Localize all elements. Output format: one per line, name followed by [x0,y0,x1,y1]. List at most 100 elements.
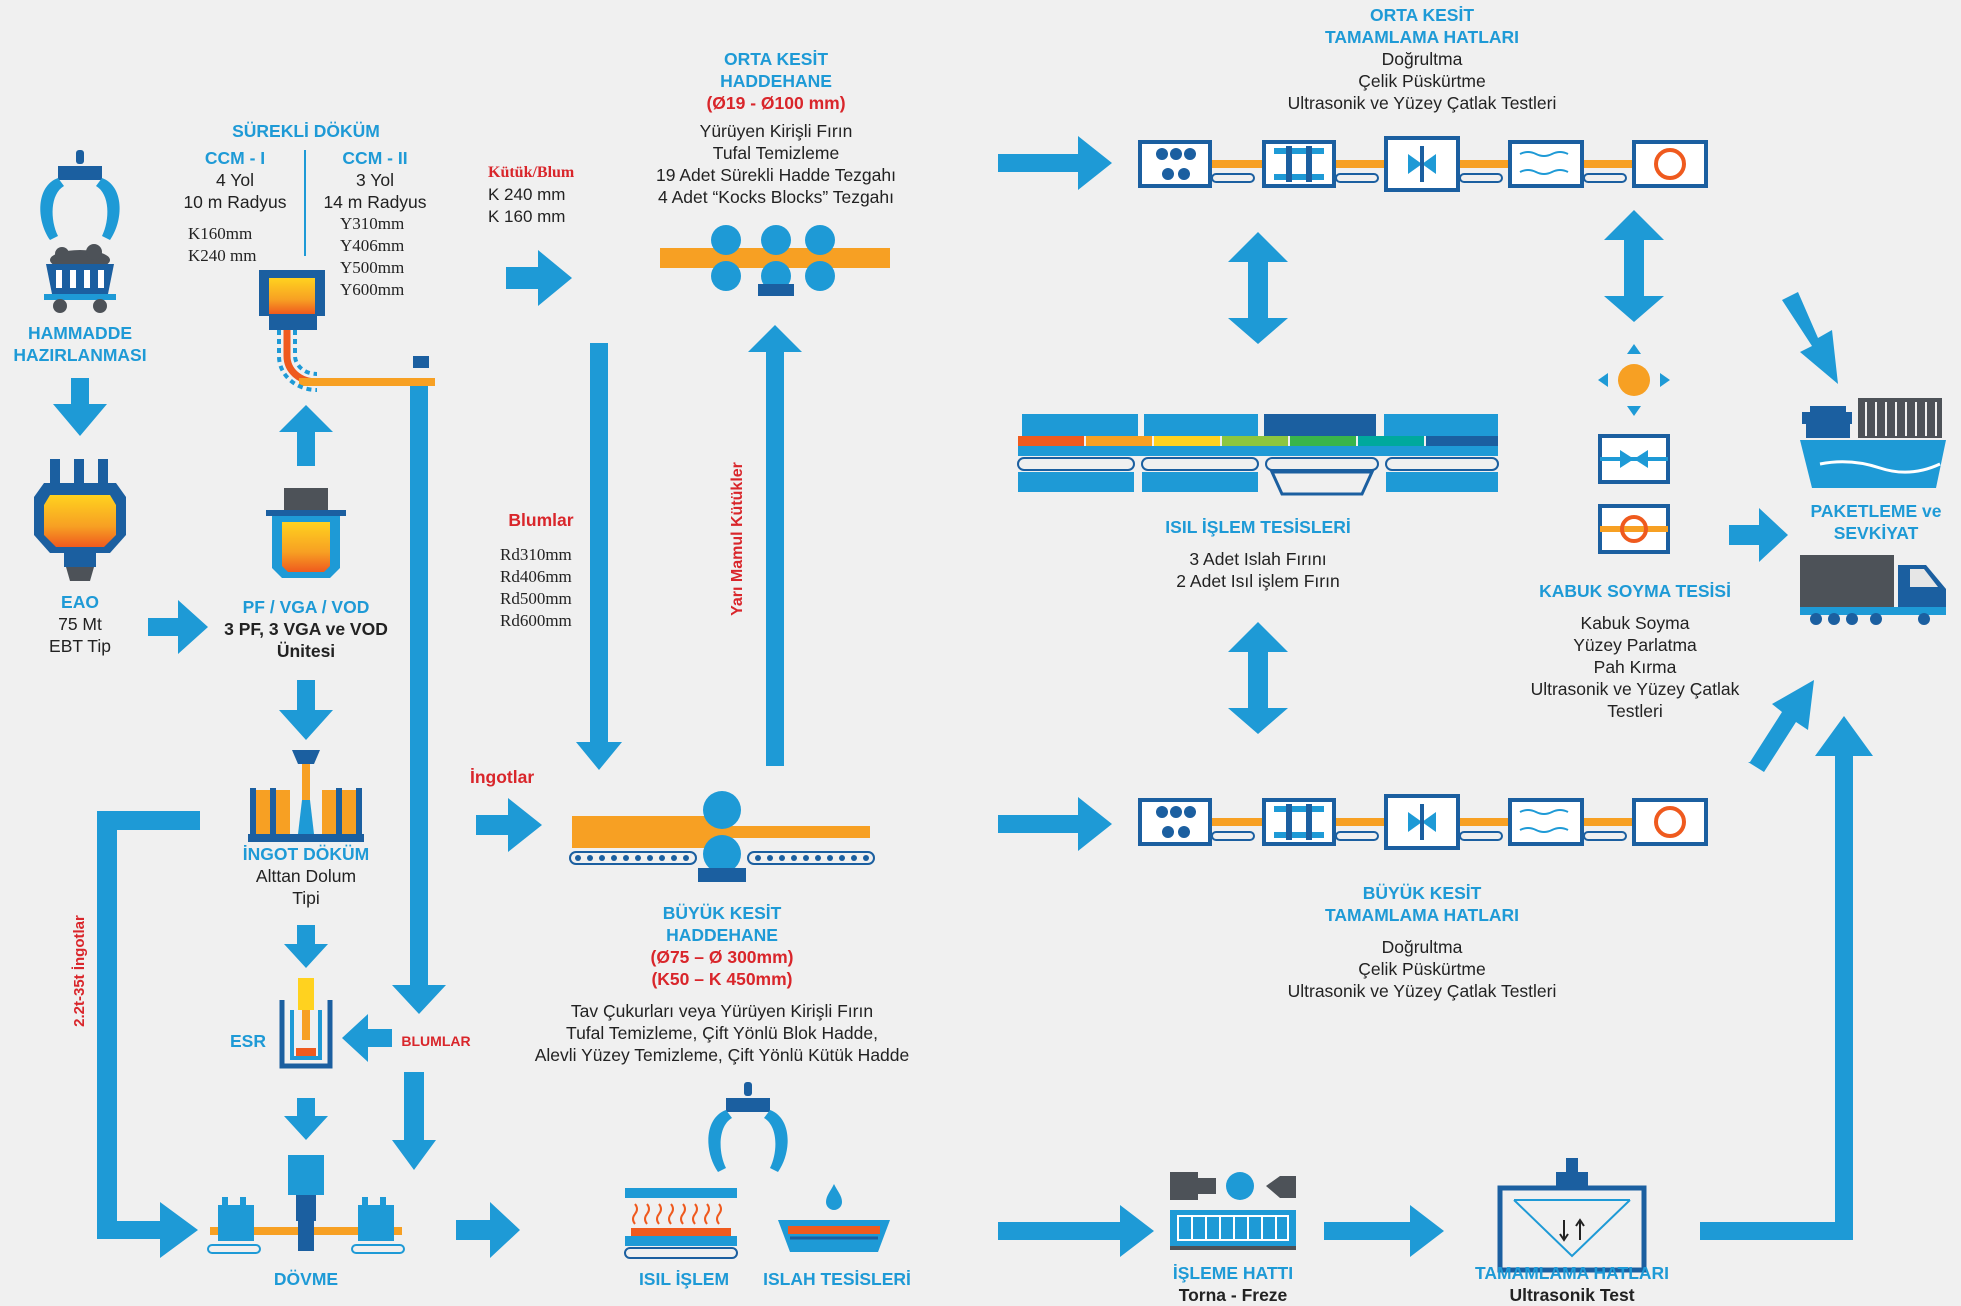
pf-block: PF / VGA / VOD 3 PF, 3 VGA ve VOD Ünites… [206,596,406,662]
arc-furnace-icon [34,459,126,581]
kutuk-blum-line-2: K 160 mm [488,207,566,226]
iit-line-2: 2 Adet Isıl işlem Fırın [1176,571,1340,591]
kutuk-blum-title: Kütük/Blum [488,164,575,181]
flow-arrow [456,1202,520,1258]
ccm2-size-2: Y406mm [340,236,405,255]
ccm1-line-2: 10 m Radyus [183,192,287,212]
blumlar-size-4: Rd600mm [500,611,572,630]
bkh-line-1: Tav Çukurları veya Yürüyen Kirişli Fırın [570,1001,874,1021]
ccm1-size-2: K240 mm [188,246,257,265]
ccm1-size-1: K160mm [188,224,253,243]
okh-title-2: HADDEHANE [720,71,832,91]
ingot-dokum-line-2: Tipi [292,888,320,908]
bkt-line-3: Ultrasonik ve Yüzey Çatlak Testleri [1287,981,1557,1001]
tamamlama-title: TAMAMLAMA HATLARI [1474,1263,1670,1283]
ingot-dokum-title: İNGOT DÖKÜM [242,844,370,864]
flow-arrow [506,250,572,306]
blumlar-small-label: BLUMLAR [401,1033,471,1049]
ccm2-size-3: Y500mm [340,258,405,277]
bkt-line-1: Doğrultma [1381,937,1463,957]
eao-line-1: 75 Mt [58,614,102,634]
ultrasonic-test-icon [1497,1158,1647,1273]
flow-arrow [998,797,1112,851]
flow-arrow [998,1205,1154,1257]
ore-wagon-icon [44,244,116,313]
flow-arrow [748,325,802,766]
eao-line-2: EBT Tip [49,636,111,656]
isleme-title: İŞLEME HATTI [1172,1263,1294,1283]
ccm2-line-1: 3 Yol [356,170,394,190]
kabuk-line-3: Pah Kırma [1593,657,1677,677]
kabuk-line-5: Testleri [1607,701,1663,721]
machining-icon [1170,1172,1296,1250]
heat-treatment-furnace-icon [1017,414,1499,496]
pf-title: PF / VGA / VOD [242,597,370,617]
yari-mamul-label: Yarı Mamul Kütükler [729,462,746,616]
isil-islem-bottom-title: ISIL İŞLEM [638,1269,730,1289]
islah-tesisleri-title: ISLAH TESİSLERİ [763,1269,911,1289]
paketleme-title-line-1: PAKETLEME ve [1810,501,1942,521]
flow-arrow [476,798,542,852]
ship-icon [1800,398,1946,488]
blumlar-size-1: Rd310mm [500,545,572,564]
isil-islem-tesisleri-block: ISIL İŞLEM TESİSLERİ 3 Adet Islah Fırını… [1108,516,1408,592]
pf-line-1: 3 PF, 3 VGA ve VOD [224,619,388,639]
bkh-title-2: HADDEHANE [666,925,778,945]
truck-icon [1800,555,1946,625]
buyuk-kesit-haddehane-block: BÜYÜK KESİT HADDEHANE (Ø75 – Ø 300mm) (K… [522,902,922,1066]
hammadde-title: HAMMADDE HAZIRLANMASI [0,322,160,366]
continuous-caster-icon [259,270,435,392]
bkh-line-2: Tufal Temizleme, Çift Yönlü Blok Hadde, [566,1023,878,1043]
isleme-line-1: Torna - Freze [1178,1285,1288,1305]
okt-line-3: Ultrasonik ve Yüzey Çatlak Testleri [1287,93,1557,113]
blumlar-size-2: Rd406mm [500,567,572,586]
hammadde-title-line-2: HAZIRLANMASI [13,345,147,365]
finishing-line-icon [1136,794,1710,850]
okh-line-4: 4 Adet “Kocks Blocks” Tezgahı [657,187,895,207]
quench-tank-icon [778,1184,890,1252]
kabuk-soyma-block: KABUK SOYMA TESİSİ Kabuk Soyma Yüzey Par… [1500,580,1770,722]
bkt-line-2: Çelik Püskürtme [1358,959,1486,979]
flow-arrow [279,680,333,740]
bkh-line-3: Alevli Yüzey Temizleme, Çift Yönlü Kütük… [534,1045,910,1065]
okh-line-2: Tufal Temizleme [712,143,840,163]
bkh-range-1: (Ø75 – Ø 300mm) [650,947,794,967]
ingot-dokum-block: İNGOT DÖKÜM Alttan Dolum Tipi [226,843,386,909]
kabuk-line-1: Kabuk Soyma [1580,613,1690,633]
okt-line-2: Çelik Püskürtme [1358,71,1486,91]
flow-arrow [392,385,446,1014]
flow-arrow [279,405,333,466]
kabuk-line-4: Ultrasonik ve Yüzey Çatlak [1530,679,1740,699]
okt-title-2: TAMAMLAMA HATLARI [1324,27,1520,47]
esr-title: ESR [230,1031,266,1051]
kabuk-title: KABUK SOYMA TESİSİ [1539,581,1731,601]
orta-kesit-tamamlama-block: ORTA KESİT TAMAMLAMA HATLARI Doğrultma Ç… [1222,4,1622,114]
rolling-stand-icon [660,225,890,296]
hammadde-title-line-1: HAMMADDE [27,323,133,343]
eao-label: EAO 75 Mt EBT Tip [30,591,130,657]
surekli-dokum-title: SÜREKLİ DÖKÜM [232,121,380,141]
iit-line-1: 3 Adet Islah Fırını [1189,549,1327,569]
ccm2-title: CCM - II [342,148,408,168]
flow-arrow [1748,680,1814,772]
ccm1-line-1: 4 Yol [216,170,254,190]
isleme-hatti-block: İŞLEME HATTI Torna - Freze [1148,1262,1318,1306]
orta-kesit-haddehane-block: ORTA KESİT HADDEHANE (Ø19 - Ø100 mm) Yür… [636,48,916,208]
flow-arrow [1729,508,1788,562]
kutuk-blum-block: Kütük/Blum K 240 mm K 160 mm [488,162,590,228]
flow-arrow [53,378,107,436]
flow-arrow [576,343,622,770]
kabuk-line-2: Yüzey Parlatma [1573,635,1697,655]
buyuk-kesit-tamamlama-block: BÜYÜK KESİT TAMAMLAMA HATLARI Doğrultma … [1222,882,1622,1002]
flow-arrow [392,1072,436,1170]
flow-arrow [342,1014,392,1062]
double-arrow [1604,210,1664,322]
ccm1-title: CCM - I [204,148,266,168]
ingot-dokum-line-1: Alttan Dolum [255,866,357,886]
crane-claw-icon [40,150,120,240]
double-arrow [1228,232,1288,344]
okh-line-3: 19 Adet Sürekli Hadde Tezgahı [656,165,896,185]
ingot-casting-icon [248,750,364,842]
flow-arrow [284,1098,328,1140]
